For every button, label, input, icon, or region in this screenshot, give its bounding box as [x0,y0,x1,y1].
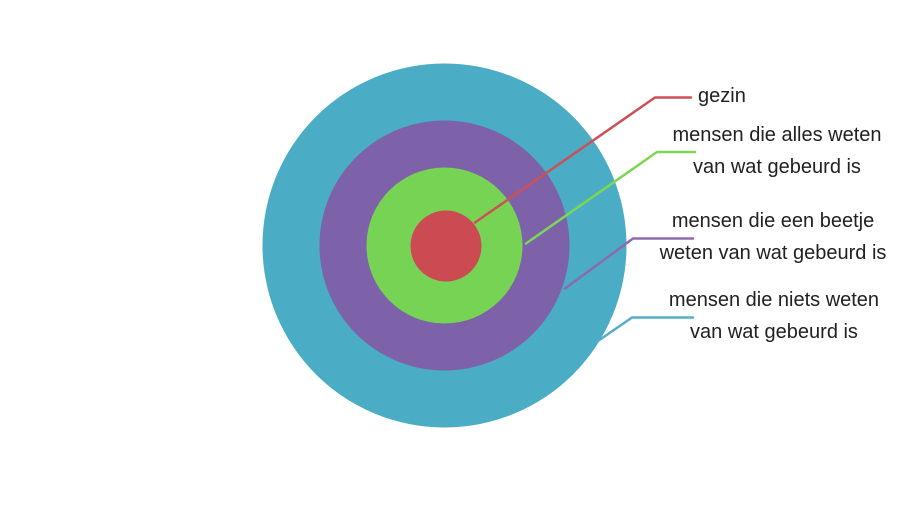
leader-line-gezin [473,96,693,224]
leader-line-niets-weten [596,316,695,343]
label-gezin-line-1: gezin [698,85,746,107]
label-beetje-weten: mensen die een beetje weten van wat gebe… [660,205,887,269]
label-beetje-weten-line-1: mensen die een beetje [671,210,875,232]
leader-line-beetje-weten [563,237,695,290]
ring-gezin [410,210,482,282]
leader-line-alles-weten [524,150,697,245]
label-niets-weten-line-1: mensen die niets weten [668,289,880,311]
label-niets-weten-line-2: van wat gebeurd is [690,321,858,343]
label-niets-weten: mensen die niets weten van wat gebeurd i… [669,284,879,348]
label-alles-weten-line-1: mensen die alles weten [672,124,882,146]
label-alles-weten-line-2: van wat gebeurd is [693,156,861,178]
label-gezin: gezin [698,80,746,112]
label-beetje-weten-line-2: weten van wat gebeurd is [659,242,887,264]
label-alles-weten: mensen die alles weten van wat gebeurd i… [672,119,881,183]
